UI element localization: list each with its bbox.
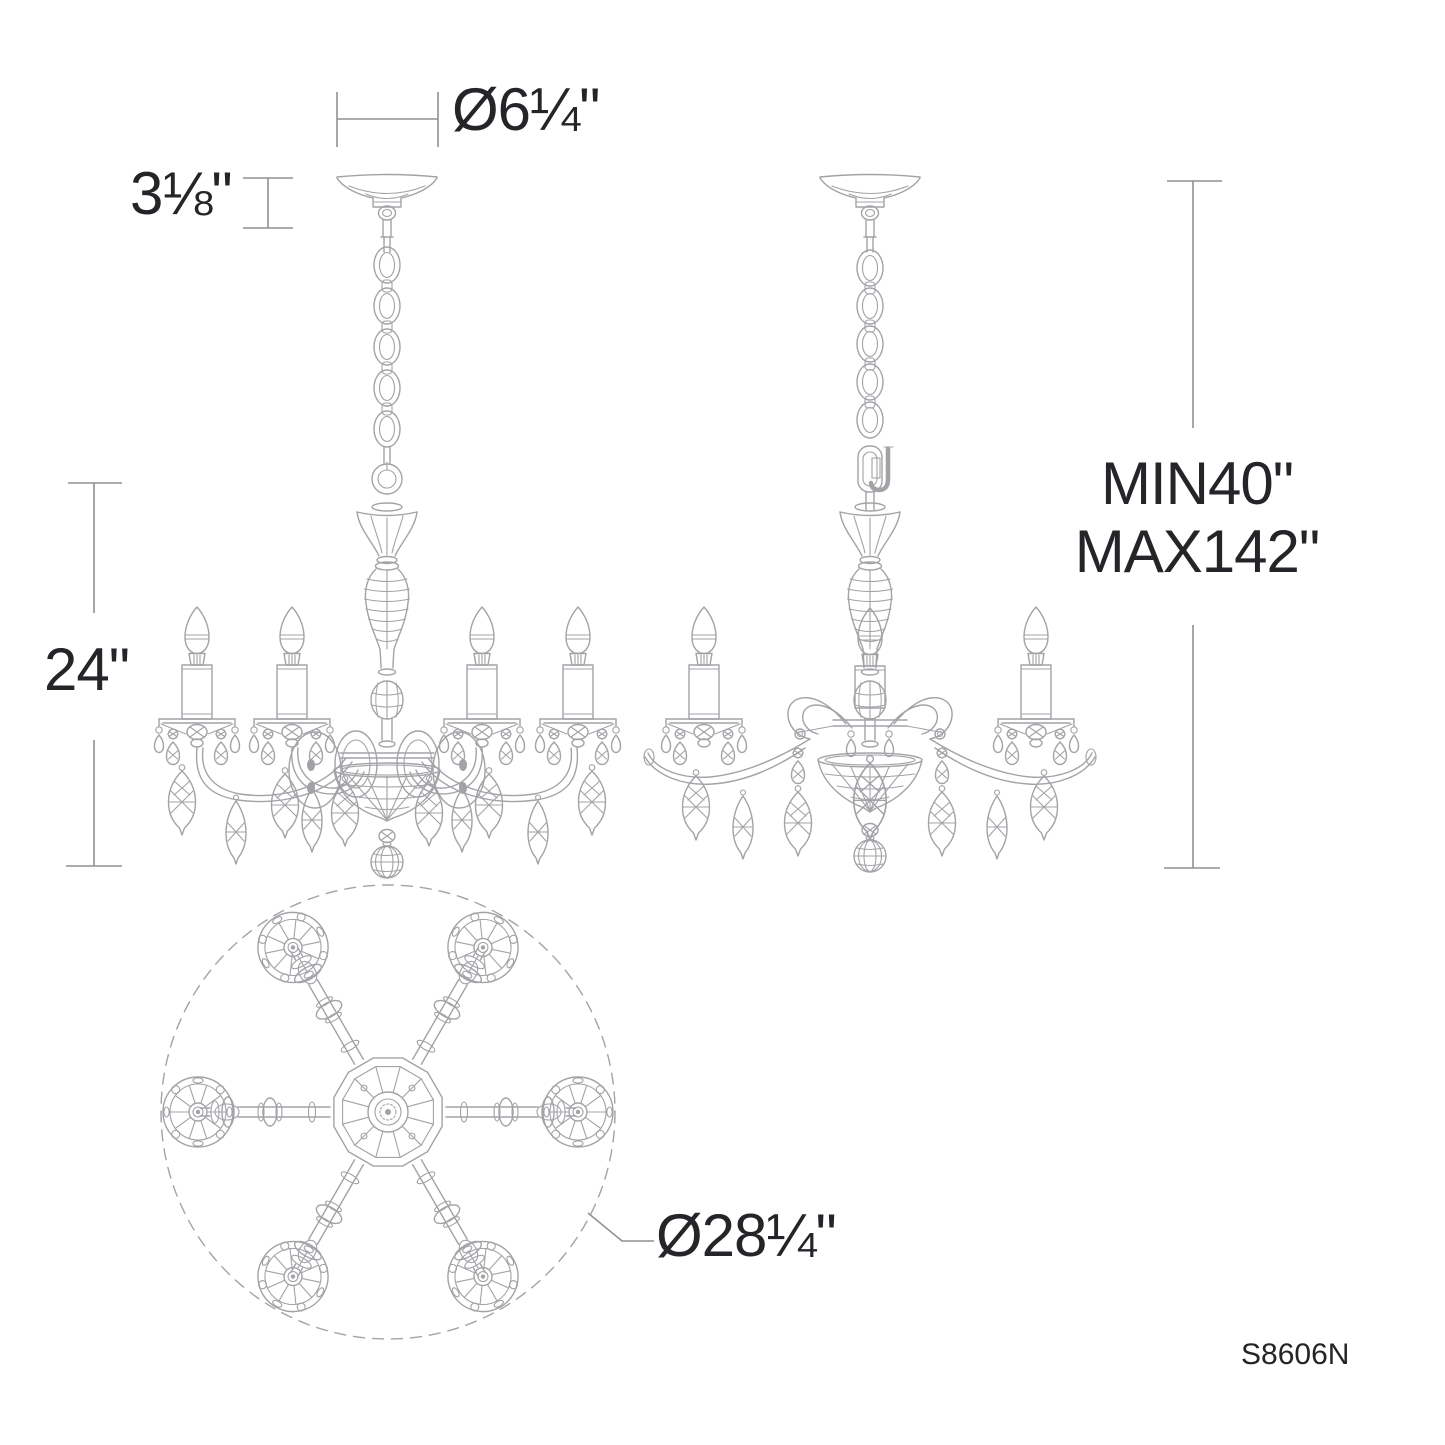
fixture-height-label: 24" — [44, 636, 130, 703]
hang-max-label: MAX142" — [1074, 518, 1320, 585]
top-view-hub — [333, 1057, 443, 1167]
top-view-diameter-dashed-circle — [160, 884, 616, 1340]
canopy-height-label: 3⅛" — [130, 160, 233, 227]
fixture-height-dimension-line — [66, 482, 122, 867]
model-number-label: S8606N — [1241, 1338, 1350, 1371]
hang-height-label: MIN40" MAX142" — [1032, 450, 1362, 586]
chandelier-front-view-drawing — [147, 173, 627, 879]
hang-min-label: MIN40" — [1100, 450, 1294, 517]
side-arms — [643, 697, 1097, 785]
hang-height-dimension-line — [1164, 180, 1222, 869]
chandelier-top-view-drawing — [160, 884, 616, 1340]
front-chain — [371, 236, 403, 495]
front-bowl — [333, 762, 441, 879]
canopy-diameter-label: Ø6¼" — [452, 76, 600, 143]
fixture-diameter-leader-line — [587, 1212, 654, 1242]
side-chain — [856, 236, 894, 511]
canopy-height-dimension-line — [243, 177, 293, 229]
chandelier-side-view-drawing — [643, 173, 1097, 873]
fixture-diameter-label: Ø28¼" — [656, 1202, 837, 1269]
canopy-diameter-dimension-line — [336, 92, 439, 147]
